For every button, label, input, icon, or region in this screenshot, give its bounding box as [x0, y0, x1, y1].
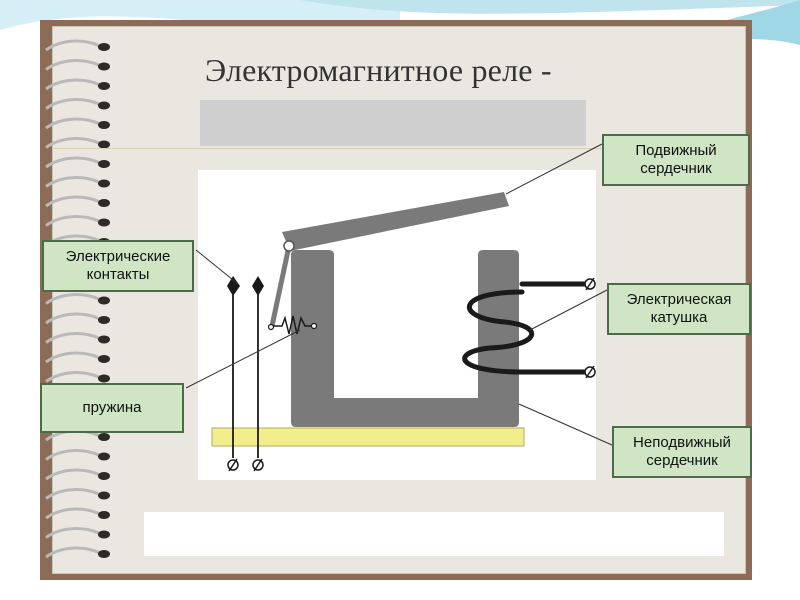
- base-plate: [211, 427, 525, 447]
- binding-ring: [45, 351, 110, 364]
- leader-contacts: [195, 249, 239, 285]
- leader-fixed-core: [518, 403, 613, 446]
- binding-ring: [45, 59, 110, 71]
- binding-ring: [45, 137, 110, 149]
- binding-ring: [45, 332, 110, 344]
- binding-ring: [45, 156, 110, 169]
- leader-spring: [185, 329, 301, 389]
- contact-terminal-right: [252, 458, 264, 472]
- leader-coil: [529, 289, 608, 331]
- leader-moving-core: [505, 143, 603, 195]
- binding-ring: [45, 215, 110, 227]
- blank-answer-box: [144, 512, 724, 556]
- contact-right: [252, 276, 264, 296]
- binding-ring: [45, 449, 110, 461]
- label-spring: пружина: [40, 383, 184, 433]
- fixed-core-shape: [291, 250, 519, 427]
- slide-title: Электромагнитное реле -: [205, 52, 552, 88]
- binding-ring: [45, 527, 110, 539]
- contact-left: [227, 276, 240, 296]
- binding-ring: [45, 546, 110, 559]
- contact-terminal-left: [227, 458, 239, 472]
- binding-ring: [45, 195, 110, 208]
- binding-ring: [45, 39, 110, 52]
- binding-ring: [45, 488, 110, 500]
- spring: [272, 315, 312, 335]
- binding-ring: [45, 117, 110, 130]
- coil-terminal-top: [584, 277, 596, 291]
- binding-ring: [45, 293, 110, 305]
- blank-answer-bar: [200, 100, 586, 146]
- binding-ring: [45, 371, 110, 383]
- coil-terminal-bottom: [584, 365, 596, 379]
- binding-ring: [45, 176, 110, 188]
- moving-armature: [282, 192, 509, 251]
- title-rule: [52, 148, 744, 149]
- binding-ring: [45, 78, 110, 91]
- armature-pivot: [283, 240, 295, 252]
- binding-ring: [45, 468, 110, 481]
- binding-ring: [45, 98, 110, 110]
- binding-ring: [45, 507, 110, 520]
- binding-ring: [45, 312, 110, 325]
